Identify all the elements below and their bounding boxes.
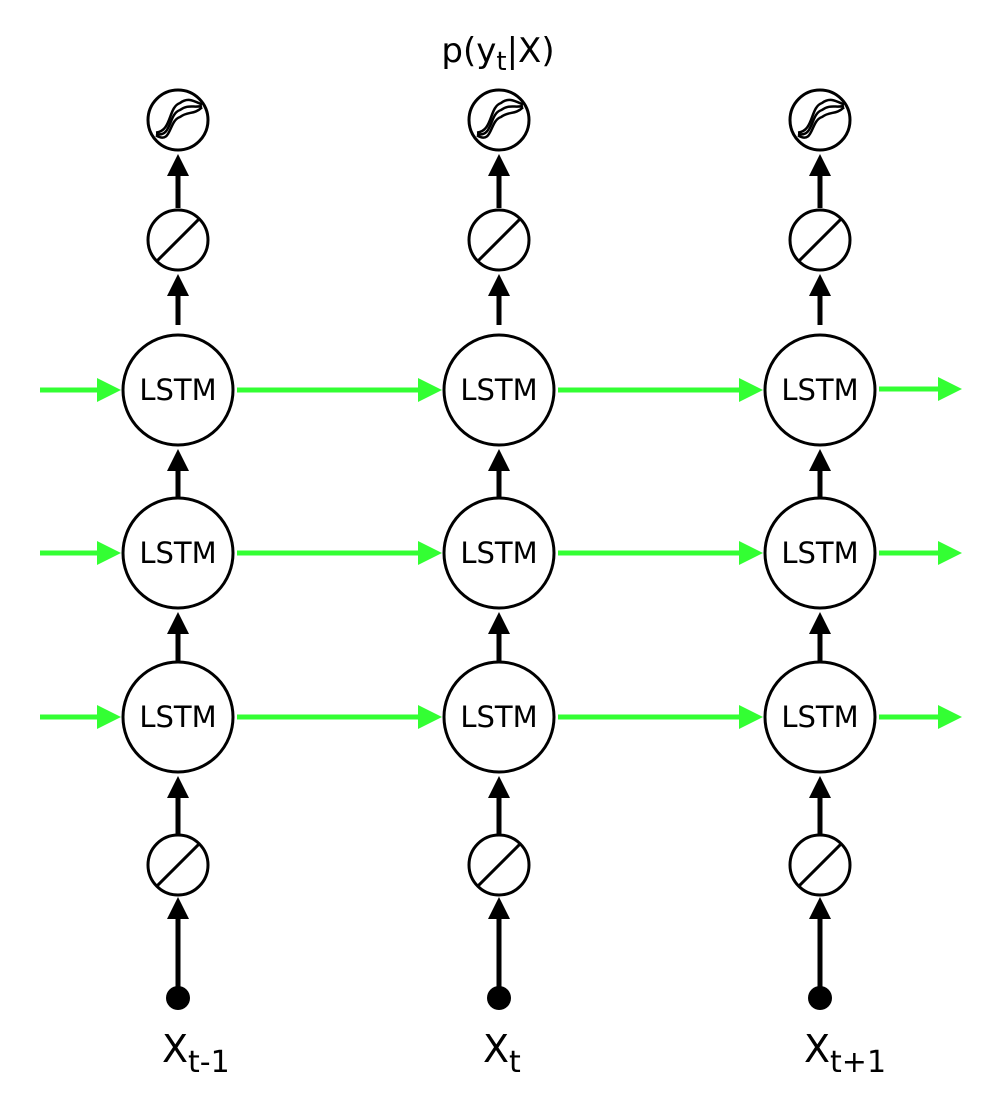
softmax-icon xyxy=(788,88,852,152)
recurrent-arrow xyxy=(558,378,763,402)
lstm-node: LSTM xyxy=(442,496,556,610)
arrow-to-output-linear xyxy=(488,274,510,325)
lstm-stack-arrow xyxy=(488,612,510,662)
input-label: Xt-1 xyxy=(162,1027,230,1080)
lstm-stack-arrow xyxy=(167,449,189,498)
lstm-label: LSTM xyxy=(781,700,858,734)
recurrent-arrow-out xyxy=(879,705,962,729)
arrow-to-output-linear xyxy=(809,274,831,325)
lstm-label: LSTM xyxy=(139,700,216,734)
time-step-column: LSTM LSTM LSTM Xt+1 xyxy=(763,88,886,1080)
recurrent-arrow xyxy=(237,378,442,402)
recurrent-arrow-in xyxy=(40,705,121,729)
lstm-label: LSTM xyxy=(781,373,858,407)
input-label-subscript: t+1 xyxy=(830,1045,886,1080)
recurrent-arrow-in xyxy=(40,541,121,565)
lstm-label: LSTM xyxy=(781,536,858,570)
softmax-icon xyxy=(467,88,531,152)
lstm-stack-arrow xyxy=(167,612,189,662)
lstm-node: LSTM xyxy=(121,333,235,447)
output-linear-node xyxy=(788,208,852,272)
recurrent-arrow-in xyxy=(40,378,121,402)
input-linear-node xyxy=(467,833,531,897)
lstm-label: LSTM xyxy=(460,700,537,734)
diagram-title: p(yt|X) xyxy=(441,31,554,77)
softmax-icon xyxy=(146,88,210,152)
title-tail: |X) xyxy=(507,31,555,71)
recurrent-arrow xyxy=(237,541,442,565)
arrow-to-softmax xyxy=(809,154,831,208)
input-linear-node xyxy=(146,833,210,897)
input-label-main: X xyxy=(162,1027,188,1071)
input-arrow xyxy=(809,897,831,998)
lstm-label: LSTM xyxy=(460,373,537,407)
lstm-label: LSTM xyxy=(139,373,216,407)
lstm-label: LSTM xyxy=(460,536,537,570)
title-subscript: t xyxy=(496,47,506,77)
recurrent-arrow-out xyxy=(879,541,962,565)
lstm-node: LSTM xyxy=(763,496,877,610)
arrow-to-softmax xyxy=(167,154,189,208)
title-main: p(y xyxy=(441,31,496,71)
lstm-node: LSTM xyxy=(121,496,235,610)
input-label-subscript: t xyxy=(509,1045,521,1080)
arrow-to-output-linear xyxy=(167,274,189,325)
input-label-main: X xyxy=(804,1027,830,1071)
lstm-stack-arrow xyxy=(809,612,831,662)
input-label-subscript: t-1 xyxy=(188,1045,230,1080)
lstm-node: LSTM xyxy=(121,660,235,774)
input-arrow xyxy=(488,897,510,998)
lstm-label: LSTM xyxy=(139,536,216,570)
lstm-node: LSTM xyxy=(763,333,877,447)
recurrent-arrow xyxy=(237,705,442,729)
output-linear-node xyxy=(146,208,210,272)
time-step-column: LSTM LSTM LSTM Xt xyxy=(442,88,556,1080)
arrow-to-lstm xyxy=(167,776,189,835)
output-linear-node xyxy=(467,208,531,272)
time-step-column: LSTM LSTM LSTM Xt-1 xyxy=(121,88,235,1080)
arrow-to-softmax xyxy=(488,154,510,208)
arrow-to-lstm xyxy=(809,776,831,835)
recurrent-connections xyxy=(40,377,962,729)
lstm-node: LSTM xyxy=(442,333,556,447)
lstm-stack-arrow xyxy=(809,449,831,498)
arrow-to-lstm xyxy=(488,776,510,835)
input-linear-node xyxy=(788,833,852,897)
lstm-node: LSTM xyxy=(442,660,556,774)
lstm-node: LSTM xyxy=(763,660,877,774)
columns: LSTMLSTMLSTMXt-1LSTMLSTMLSTMXtLSTMLSTMLS… xyxy=(121,88,886,1080)
recurrent-arrow xyxy=(558,705,763,729)
recurrent-arrow-out xyxy=(879,377,962,401)
input-label: Xt xyxy=(483,1027,521,1080)
input-arrow xyxy=(167,897,189,998)
recurrent-arrow xyxy=(558,541,763,565)
input-label: Xt+1 xyxy=(804,1027,886,1080)
lstm-stack-arrow xyxy=(488,449,510,498)
input-label-main: X xyxy=(483,1027,509,1071)
